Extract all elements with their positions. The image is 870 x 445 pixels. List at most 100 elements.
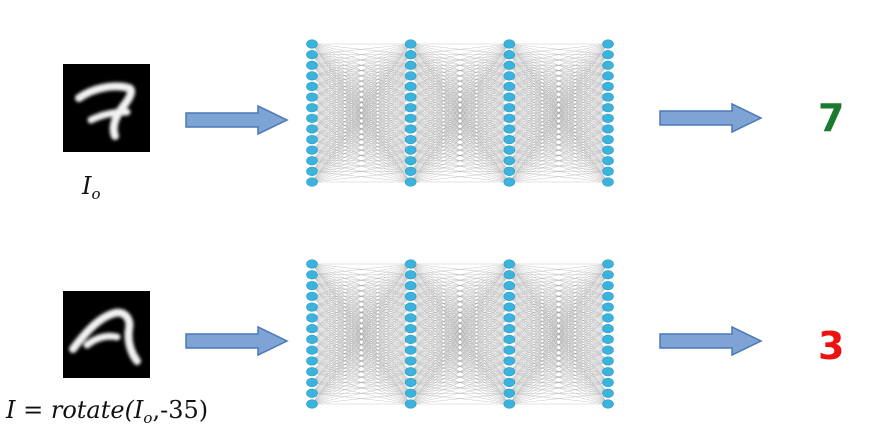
neuron [602,367,614,377]
neuron [503,270,516,280]
neuron [404,177,417,187]
neuron [404,259,417,269]
neuron [404,71,417,81]
input-arrow-top [185,104,289,136]
caption-suffix: ,-35) [152,396,209,424]
neuron [306,124,318,134]
neuron [306,134,318,145]
neuron [602,324,614,334]
neuron [503,81,516,92]
output-arrow-top [659,102,763,134]
neuron [602,39,614,49]
neuron [404,313,417,323]
neuron [404,39,417,49]
neuron [306,399,318,409]
neuron [602,156,614,166]
neuron [306,71,318,81]
neuron [602,81,614,92]
neuron [404,388,417,398]
neuron [602,399,614,409]
neuron [306,39,318,49]
network-connections [311,43,609,183]
caption-subscript: o [143,409,153,427]
neuron [404,60,417,70]
neuron [306,280,318,291]
neuron [404,334,417,344]
neuron [404,134,417,145]
neuron [503,291,516,301]
output-arrow-bottom [659,325,763,357]
neuron [503,50,516,60]
neuron [503,145,516,155]
neuron [602,345,614,355]
neuron [503,103,516,113]
neuron [306,313,318,323]
neuron [306,177,318,187]
neuron [306,166,318,176]
neuron [602,280,614,291]
neuron [503,313,516,323]
neuron [306,92,318,102]
neuron [602,103,614,113]
neuron [306,113,318,123]
prediction-top: 7 [818,96,845,140]
neuron [602,166,614,176]
neuron [306,259,318,269]
network-connections [311,263,609,405]
neuron [503,166,516,176]
neural-network-bottom [306,259,614,409]
neuron [306,356,318,366]
neuron [503,92,516,102]
neuron [404,291,417,301]
neuron [404,399,417,409]
neuron [602,60,614,70]
neuron [503,388,516,398]
neuron [602,134,614,145]
neuron [404,156,417,166]
neuron [602,177,614,187]
neuron [602,302,614,312]
neuron [602,92,614,102]
original-digit-image [63,64,150,152]
neuron [602,71,614,81]
neuron [404,103,417,113]
neuron [306,377,318,388]
neuron [306,270,318,280]
neuron [306,156,318,166]
neuron [602,388,614,398]
neuron [503,259,516,269]
neuron [602,113,614,123]
neuron [602,291,614,301]
neuron [404,280,417,291]
neuron [404,81,417,92]
neuron [306,302,318,312]
neuron [306,367,318,377]
neuron [503,334,516,344]
neuron [602,356,614,366]
neuron [602,334,614,344]
original-image-caption: Io [82,172,101,203]
rotated-digit-image [63,291,150,378]
neuron [404,50,417,60]
neuron [503,124,516,134]
neuron [404,92,417,102]
neuron [404,345,417,355]
neuron [503,377,516,388]
neuron [306,345,318,355]
neuron [503,71,516,81]
neuron [503,280,516,291]
neuron [306,50,318,60]
neuron [602,270,614,280]
input-arrow-bottom [185,325,289,357]
neuron [404,145,417,155]
neuron [503,156,516,166]
neuron [503,345,516,355]
neuron [404,324,417,334]
neuron [503,113,516,123]
neuron [503,302,516,312]
neuron [503,134,516,145]
neuron [306,145,318,155]
neuron [306,334,318,344]
rotated-image-caption: I = rotate(Io,-35) [6,396,208,427]
neuron [306,324,318,334]
